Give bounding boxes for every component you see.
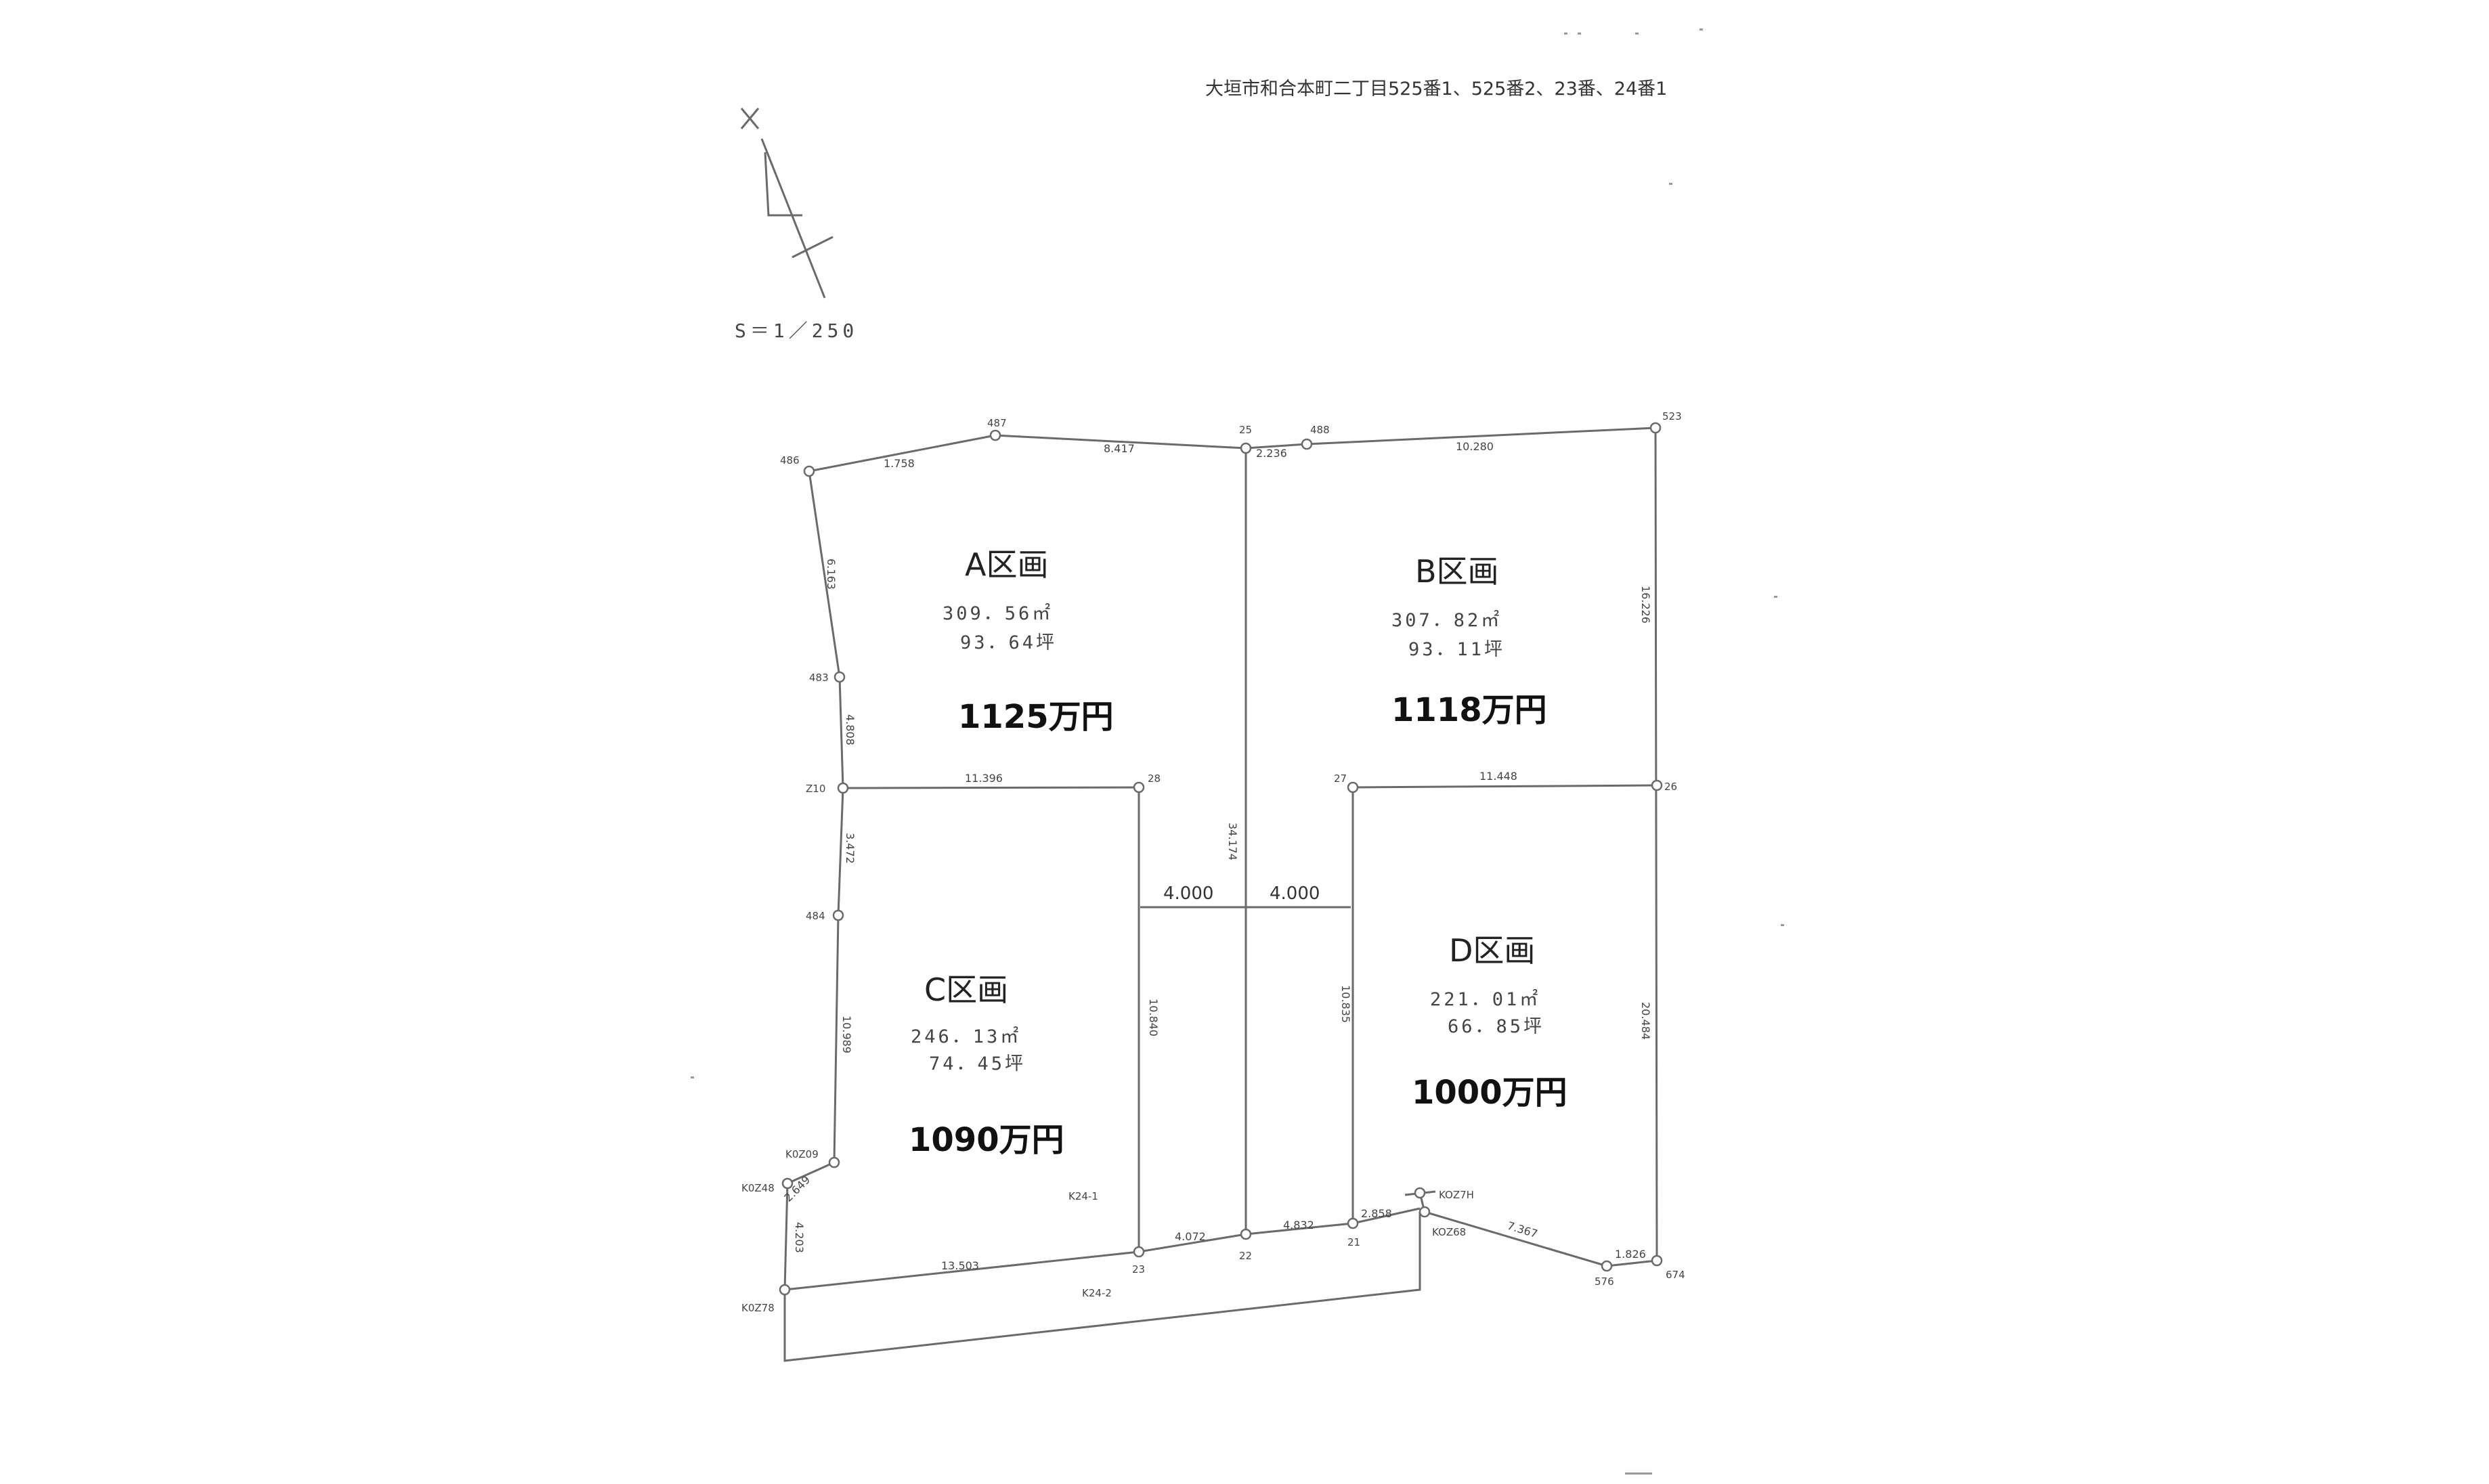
dimension-label: 10.989 [840,1016,853,1053]
lot-name: A区画 [965,546,1048,583]
point-label: 27 [1334,772,1347,785]
dimension-label: 6.163 [825,559,838,590]
address-title: 大垣市和合本町二丁目525番1、525番2、23番、24番1 [1205,79,1667,100]
point-label: KOZ68 [1432,1226,1466,1238]
dimension-label: 13.503 [941,1259,979,1272]
lot-a: A区画 309．56㎡ 93．64坪 1125万円 [943,546,1114,736]
point-label: 25 [1239,424,1252,436]
lot-price: 1090万円 [909,1121,1064,1159]
lot-d: D区画 221．01㎡ 66．85坪 1000万円 [1412,932,1567,1112]
dimension-label: 2.858 [1361,1207,1392,1220]
point-label: 484 [806,910,825,922]
point-label: 674 [1666,1269,1685,1281]
point-label: 576 [1595,1275,1614,1288]
road-width-label: 4.000 [1163,883,1213,904]
point-label: 483 [809,672,829,684]
point-label: 487 [987,417,1007,429]
dimension-label: 10.280 [1456,440,1494,453]
lot-price: 1000万円 [1412,1074,1567,1112]
dimension-label: 4.808 [844,714,857,745]
lot-area-sqm: 307．82㎡ [1391,610,1502,631]
dimension-label: 11.448 [1479,770,1517,783]
lot-c: C区画 246．13㎡ 74．45坪 1090万円 [909,972,1064,1159]
lot-area-tsubo: 74．45坪 [929,1053,1026,1074]
lot-area-tsubo: 93．64坪 [960,632,1057,653]
lot-name: C区画 [924,972,1008,1008]
lot-area-tsubo: 66．85坪 [1448,1016,1544,1037]
lot-area-sqm: 309．56㎡ [943,603,1053,624]
dimension-label: 20.484 [1639,1002,1652,1040]
dimension-label: 10.840 [1147,999,1160,1036]
road-width-label: 4.000 [1270,883,1320,904]
lot-price: 1125万円 [958,698,1114,736]
boundary-lines [783,427,1658,1362]
point-label: 523 [1662,410,1682,422]
dimension-label: 10.835 [1339,985,1352,1023]
dimension-label: 11.396 [965,772,1003,785]
point-label: 26 [1664,781,1677,793]
point-label: 21 [1347,1236,1360,1248]
lot-area-sqm: 246．13㎡ [911,1026,1021,1047]
point-label: KOZ7H [1439,1189,1474,1201]
dimension-label: 34.174 [1226,823,1239,860]
lot-name: D区画 [1449,932,1535,969]
dimension-label: 3.472 [844,833,857,864]
point-label: 22 [1239,1250,1252,1262]
lot-area-sqm: 221．01㎡ [1430,989,1540,1010]
point-label: 28 [1148,772,1161,785]
lot-area-tsubo: 93．11坪 [1408,639,1505,660]
point-label: 23 [1132,1263,1145,1275]
dimension-label: 8.417 [1104,442,1135,455]
parcel-label: K24-2 [1082,1287,1112,1299]
dimension-label: 1.758 [884,457,915,470]
lot-price: 1118万円 [1391,691,1547,729]
dimension-label: 16.226 [1639,586,1652,624]
dimension-label: 4.832 [1283,1219,1314,1231]
scale-label: S＝1／250 [735,320,858,342]
lot-b: B区画 307．82㎡ 93．11坪 1118万円 [1391,553,1547,729]
dimension-label: 4.203 [793,1222,806,1253]
scan-specks [691,28,1784,1475]
point-label: 488 [1310,424,1330,436]
north-arrow-icon [740,108,834,299]
point-label: K0Z48 [741,1182,775,1194]
dimension-label: 2.236 [1256,447,1287,460]
point-labels: 487 25 488 523 486 483 Z10 28 27 26 484 … [741,410,1685,1314]
lot-name: B区画 [1415,553,1499,590]
dimension-label: 4.072 [1175,1230,1206,1243]
point-label: K0Z09 [785,1148,819,1160]
point-label: Z10 [806,783,825,795]
parcel-label: K24-1 [1068,1190,1098,1202]
survey-points [779,422,1663,1296]
point-label: K0Z78 [741,1302,775,1314]
dimension-label: 1.826 [1615,1248,1646,1261]
point-label: 486 [780,454,800,466]
